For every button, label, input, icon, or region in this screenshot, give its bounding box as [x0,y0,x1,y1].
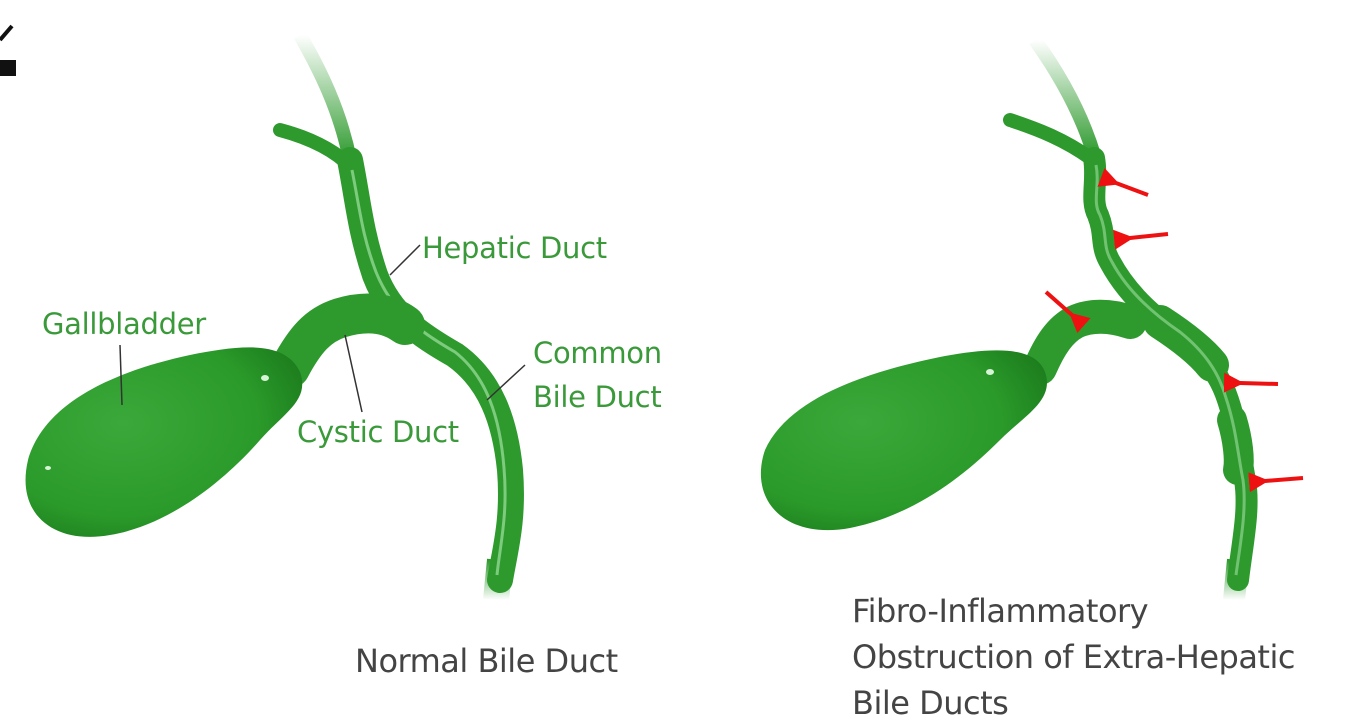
gallbladder-shine-2 [45,466,51,470]
obstruction-arrow [1265,478,1303,481]
gallbladder-label: Gallbladder [42,302,206,346]
obstructed-caption: Fibro-Inflammatory Obstruction of Extra-… [852,588,1295,726]
cystic-duct-leader-line [345,335,362,412]
gallbladder [26,347,303,536]
obstruction-arrow [1240,383,1278,384]
obstructed-caption-line: Bile Ducts [852,680,1295,726]
obstructed-bile-duct-illustration [761,40,1247,600]
cystic-duct-label: Cystic Duct [297,410,459,454]
common-bile-duct-label-line1: Common [533,331,662,375]
corner-stroke [0,26,12,40]
normal-caption: Normal Bile Duct [355,638,618,684]
gallbladder-shine [261,375,269,381]
obstruction-arrow [1046,292,1072,315]
corner-mark [0,60,16,76]
obstructed-caption-line: Obstruction of Extra-Hepatic [852,634,1295,680]
obstruction-arrow [1130,234,1168,238]
obstructed-gallbladder [761,350,1047,530]
obstruction-arrow [1116,183,1148,195]
obstructed-cystic-duct [1040,317,1130,368]
cystic-duct [290,314,405,368]
common-bile-duct-label-line2: Bile Duct [533,375,661,419]
hepatic-duct [350,160,511,580]
hepatic-duct-label: Hepatic Duct [422,226,607,270]
obstructed-duct-bulge-1 [1160,322,1212,365]
obstructed-gallbladder-shine [986,369,994,375]
hepatic-duct-leader-line [390,245,420,275]
obstructed-caption-line: Fibro-Inflammatory [852,588,1295,634]
